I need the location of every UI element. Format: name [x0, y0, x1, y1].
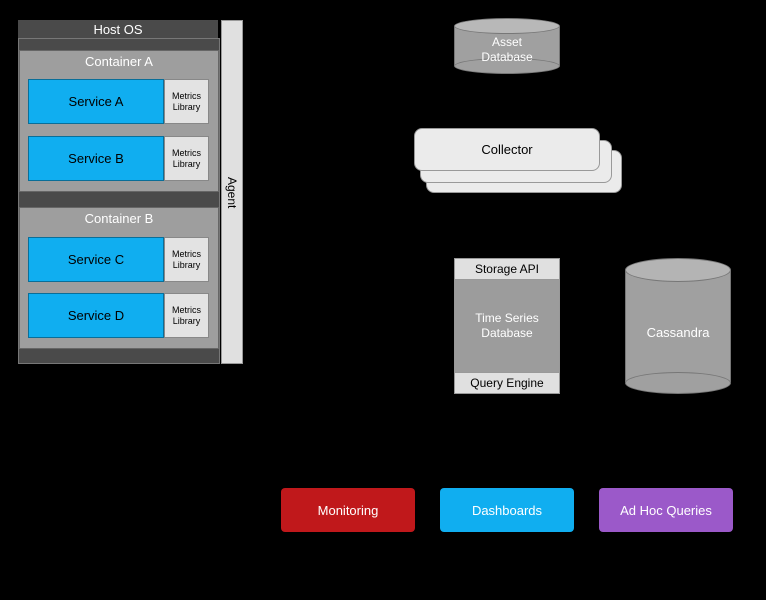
host-os-title: Host OS [18, 20, 218, 38]
line-agent-collector-4 [242, 153, 415, 289]
metrics-library-c: Metrics Library [164, 237, 209, 282]
line-agent-collector-3 [242, 151, 415, 239]
asset-db-top [454, 18, 560, 34]
container-b-title: Container B [84, 210, 154, 226]
asset-db-label: Asset Database [481, 35, 533, 64]
cassandra-body [625, 270, 731, 382]
cassandra-bottom [625, 372, 731, 394]
metrics-library-b: Metrics Library [164, 136, 209, 181]
line-agent-collector-1 [242, 107, 415, 149]
service-a[interactable]: Service A [28, 79, 164, 124]
query-engine[interactable]: Query Engine [454, 372, 560, 394]
collector[interactable]: Collector [414, 128, 600, 171]
service-c[interactable]: Service C [28, 237, 164, 282]
cassandra-label: Cassandra [646, 324, 710, 340]
storage-api[interactable]: Storage API [454, 258, 560, 280]
line-query-monitoring [347, 394, 509, 489]
agent-bar [221, 20, 243, 364]
collector-label: Collector [481, 142, 533, 157]
container-a-title: Container A [85, 53, 153, 69]
line-query-adhoc [507, 394, 667, 489]
asset-db-bottom [454, 58, 560, 74]
service-b[interactable]: Service B [28, 136, 164, 181]
time-series-database: Time Series Database [454, 280, 560, 372]
line-agent-collector-2 [242, 149, 415, 157]
monitoring-button[interactable]: Monitoring [281, 488, 415, 532]
agent-label: Agent [225, 177, 239, 209]
ad-hoc-queries-button[interactable]: Ad Hoc Queries [599, 488, 733, 532]
cassandra-top [625, 258, 731, 282]
dashboards-button[interactable]: Dashboards [440, 488, 574, 532]
arrow-head-collector [404, 146, 414, 156]
service-d[interactable]: Service D [28, 293, 164, 338]
metrics-library-a: Metrics Library [164, 79, 209, 124]
metrics-library-d: Metrics Library [164, 293, 209, 338]
